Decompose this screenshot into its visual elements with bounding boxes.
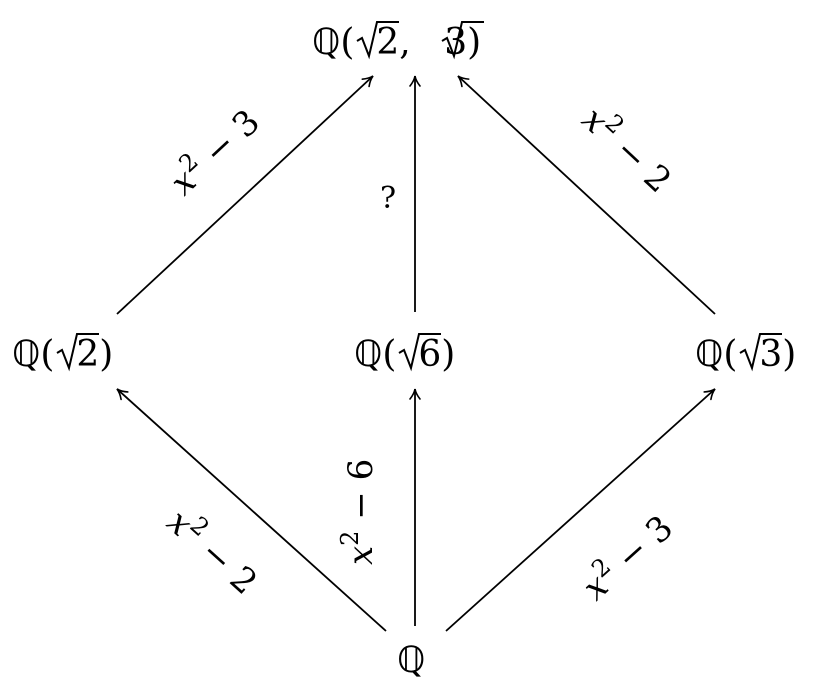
- node-top-field: ℚ: [312, 22, 340, 63]
- label-left-to-top: x2 − 3: [159, 98, 267, 203]
- edge-left-to-top: [116, 75, 374, 315]
- radical-sign: [56, 333, 99, 372]
- radical-sign: [356, 21, 399, 60]
- node-right: ℚ(3): [695, 333, 796, 375]
- node-left: ℚ(2): [12, 333, 113, 375]
- edge-bottom-to-right: [445, 388, 716, 632]
- node-middle-field: ℚ: [354, 334, 382, 375]
- label-right-to-top: x2 − 2: [574, 96, 682, 201]
- node-top-radicand-1: 2: [376, 22, 399, 63]
- node-top-radicand-2: 3: [444, 22, 467, 63]
- node-left-radicand: 2: [76, 334, 99, 375]
- radical-sign: [739, 333, 782, 372]
- label-bottom-to-middle: x2 − 6: [336, 459, 381, 565]
- label-bottom-to-left: x2 − 2: [159, 498, 268, 603]
- svg-text:ℚ(6): ℚ(6): [354, 334, 455, 375]
- radical-sign: [398, 333, 441, 372]
- radical-sign: [441, 21, 484, 60]
- edge-right-to-top: [457, 75, 716, 315]
- svg-text:ℚ(2, 3): ℚ(2, 3): [312, 22, 481, 63]
- node-left-field: ℚ: [12, 334, 40, 375]
- svg-text:ℚ(3): ℚ(3): [695, 334, 796, 375]
- node-top: ℚ(2, 3): [312, 21, 484, 63]
- node-middle-radicand: 6: [418, 334, 441, 375]
- label-middle-to-top: ?: [380, 181, 396, 216]
- edge-bottom-to-left: [116, 388, 387, 632]
- node-right-radicand: 3: [759, 334, 782, 375]
- svg-text:ℚ(2): ℚ(2): [12, 334, 113, 375]
- label-bottom-to-right: x2 − 3: [572, 504, 681, 609]
- node-bottom: ℚ: [397, 640, 425, 681]
- node-middle: ℚ(6): [354, 333, 455, 375]
- node-right-field: ℚ: [695, 334, 723, 375]
